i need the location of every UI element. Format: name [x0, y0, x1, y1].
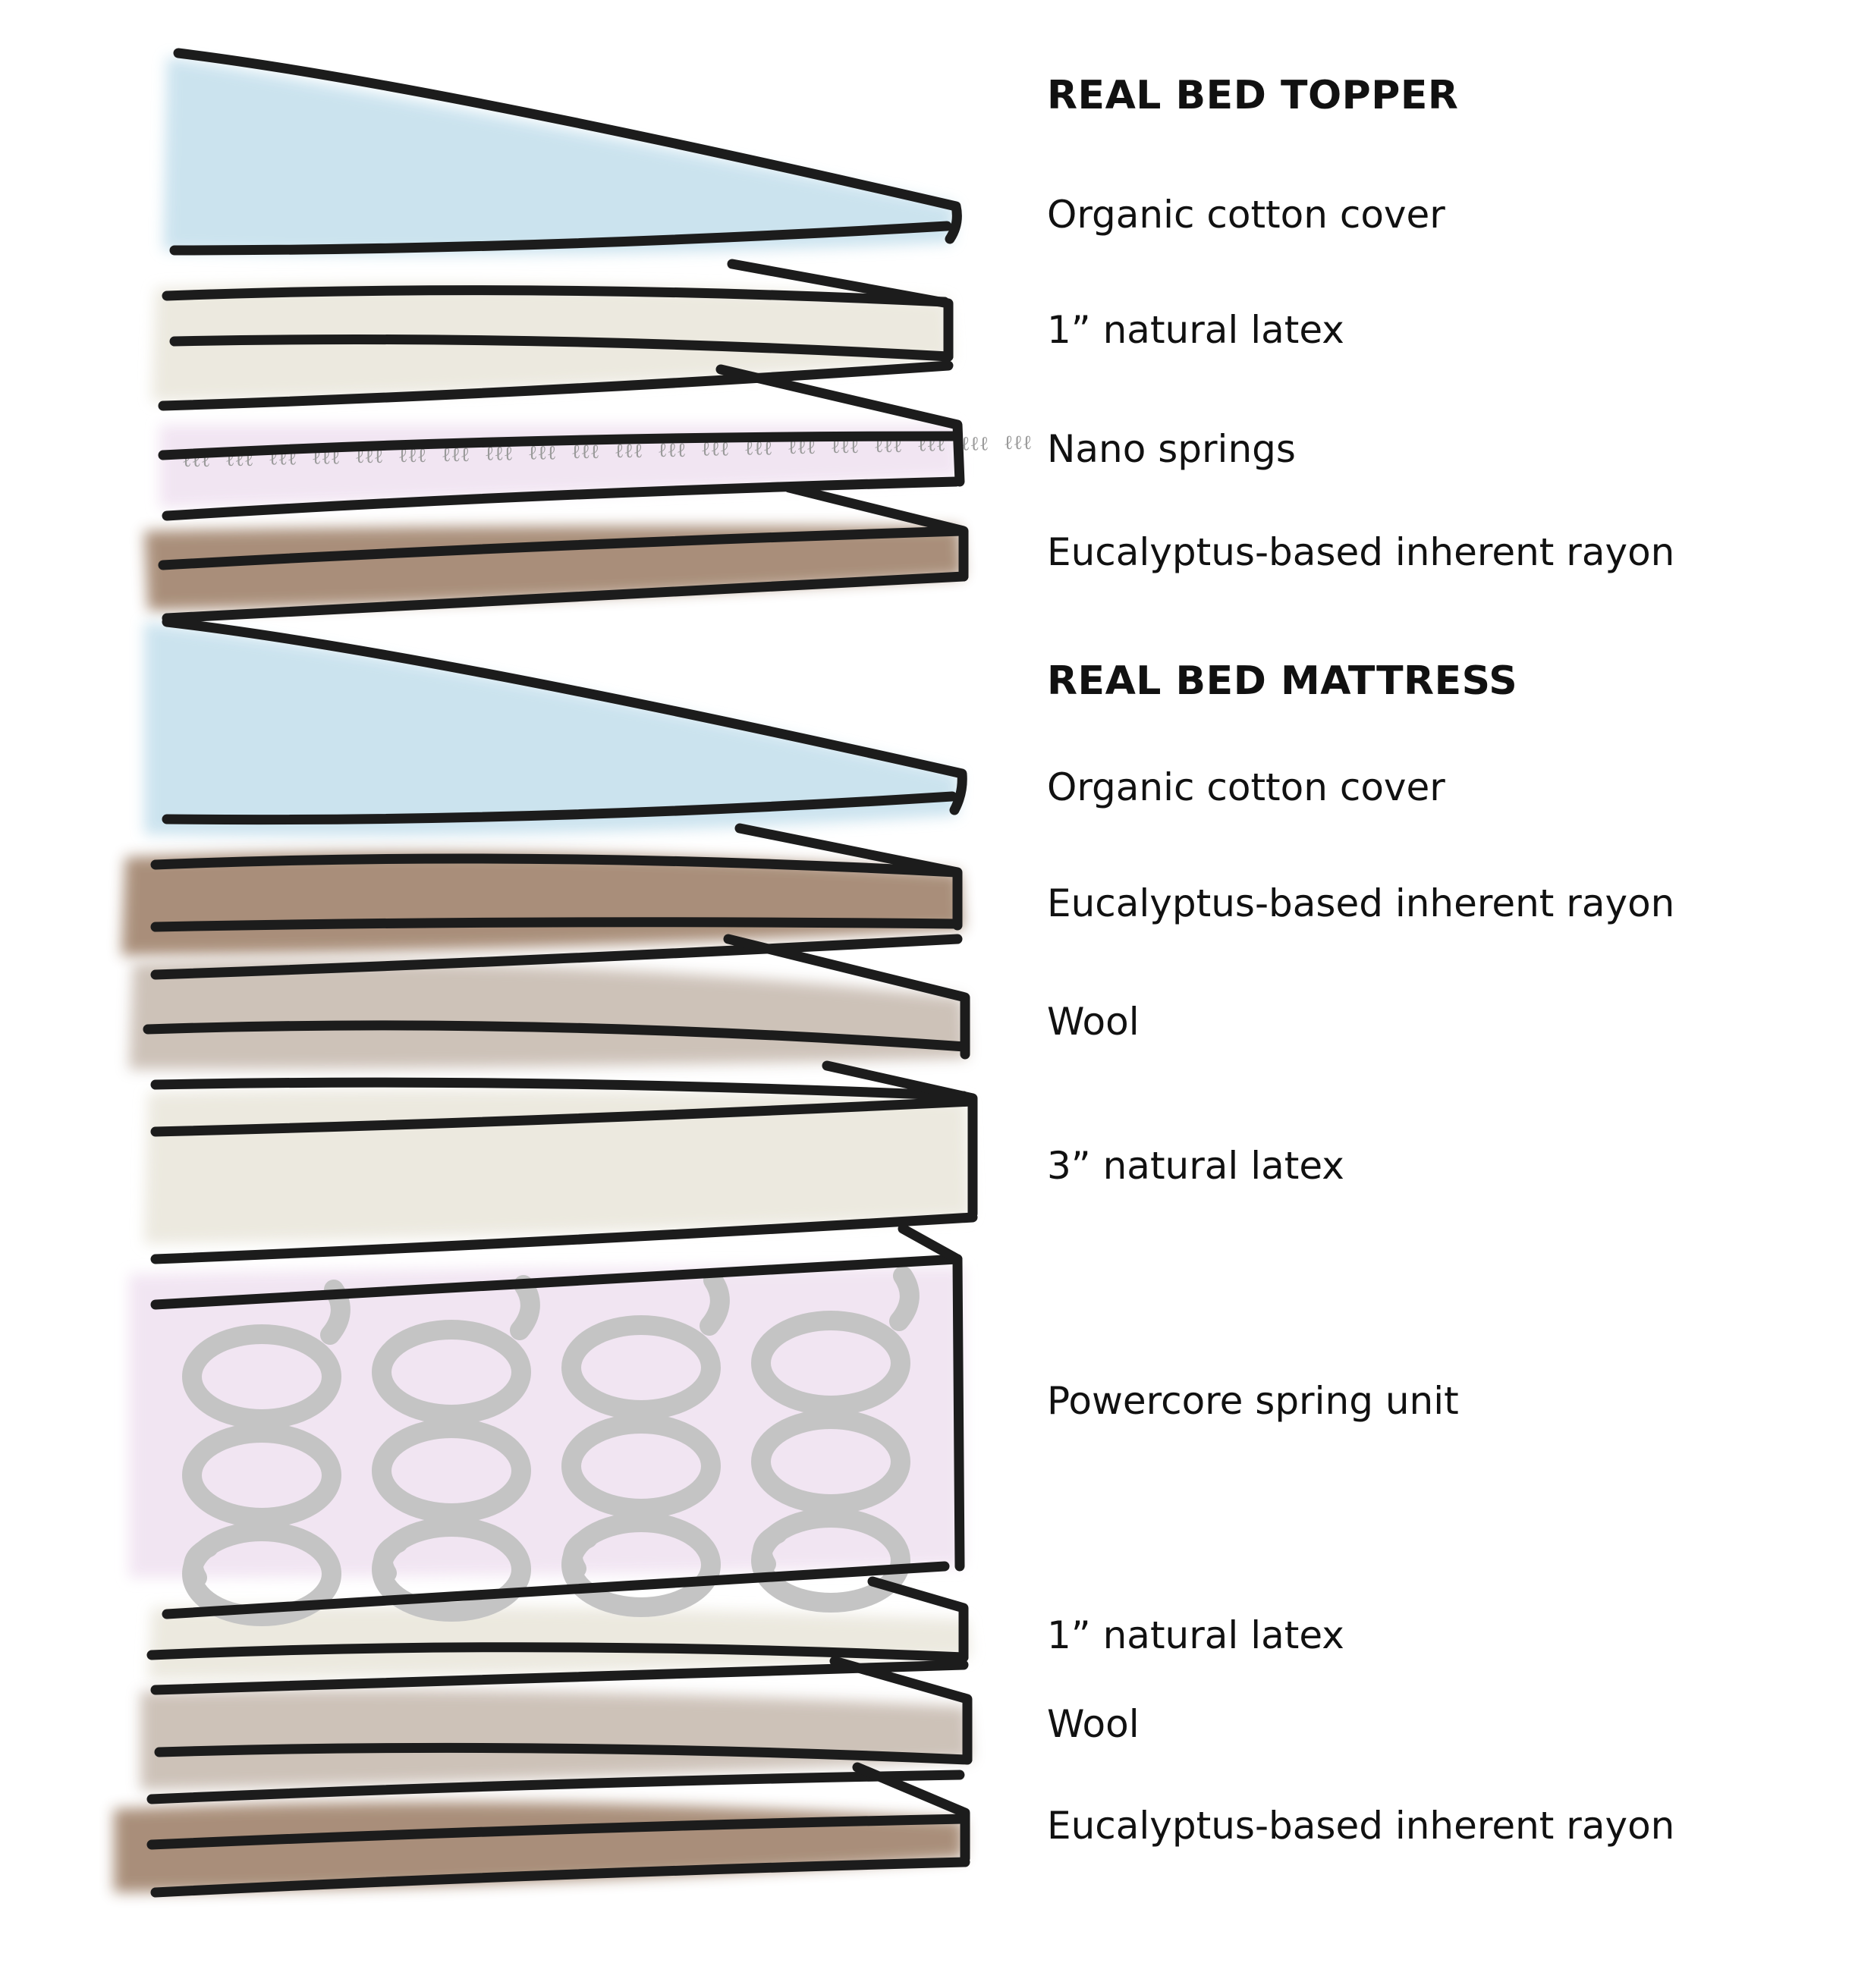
coil-spring-icon: [561, 1315, 721, 1420]
nano-spring-icon: ℓℓℓ: [961, 432, 989, 455]
mattress-layer-label-wool: Wool: [1047, 1000, 1140, 1044]
mattress-rayon-bottom-bottom-outline: [150, 1857, 970, 1898]
topper-latex-bottom-outline: [169, 334, 954, 362]
mattress-wool-side-outline: [723, 934, 970, 1060]
mattress-powercore-fill: [129, 1267, 964, 1578]
mattress-wool-bottom-outline: [143, 1020, 970, 1052]
mattress-layer-label-rayon-bottom: Eucalyptus-based inherent rayon: [1047, 1804, 1675, 1848]
mattress-powercore-bottom-outline: [162, 1561, 950, 1619]
mattress-wool-top-outline: [150, 934, 963, 980]
coil-spring-icon: [182, 1324, 341, 1429]
mattress-rayon-bottom-top-outline: [146, 1770, 965, 1804]
coil-spring-icon: [182, 1423, 341, 1528]
topper-cover-fill: [163, 57, 956, 255]
mattress-layer-label-1in-latex: 1” natural latex: [1047, 1613, 1344, 1657]
topper-rayon-fill: [144, 526, 964, 611]
mattress-rayon-bottom-outline: [150, 917, 963, 932]
mattress-rayon-side-outline: [734, 823, 963, 931]
mattress-layer-label-cover: Organic cotton cover: [1047, 765, 1445, 809]
coil-spring-icon: [372, 1418, 531, 1523]
mattress-1in-latex-side-outline: [867, 1576, 969, 1663]
topper-layer-label-nano-springs: Nano springs: [1047, 427, 1296, 471]
coil-spring-icon: [751, 1409, 910, 1514]
mattress-layer-label-powercore: Powercore spring unit: [1047, 1379, 1459, 1423]
coil-spring-end-icon: [563, 1270, 730, 1578]
mattress-3in-latex-top-outline: [150, 1077, 969, 1101]
mattress-powercore-top-outline: [150, 1254, 963, 1310]
mattress-rayon-bottom-mid-outline: [146, 1814, 969, 1850]
mattress-rayon-fill: [121, 852, 964, 956]
topper-layer-label-rayon: Eucalyptus-based inherent rayon: [1047, 530, 1675, 574]
mattress-3in-latex-mid-outline: [150, 1096, 978, 1137]
mattress-wool-top-outline-lower: [150, 1660, 969, 1695]
mattress-cover-bottom-outline: [162, 791, 957, 825]
topper-rayon-bottom-outline: [162, 571, 969, 623]
mattress-wool-bottom-fill: [140, 1689, 971, 1790]
topper-nano-side-outline: [715, 364, 965, 487]
topper-layer-label-cover: Organic cotton cover: [1047, 193, 1445, 237]
mattress-layer-label-3in-latex: 3” natural latex: [1047, 1144, 1344, 1188]
mattress-layer-label-wool-bottom: Wool: [1047, 1702, 1140, 1746]
mattress-rayon-bottom-side-outline: [852, 1762, 970, 1864]
mattress-3in-latex-bottom-outline: [150, 1212, 978, 1264]
topper-nano-top-outline: [158, 360, 954, 411]
coil-spring-icon: [372, 1320, 531, 1424]
mattress-wool-fill: [129, 961, 967, 1069]
coil-spring-end-icon: [373, 1275, 540, 1583]
topper-nano-bottom-outline: [162, 476, 961, 521]
topper-cover-bottom-outline: [169, 221, 952, 256]
topper-latex-side-outline: [727, 259, 954, 362]
coil-spring-end-icon: [753, 1266, 920, 1574]
mattress-wool-bottom-outline-lower: [154, 1742, 973, 1765]
topper-cover-top-outline: [173, 48, 962, 244]
topper-heading: REAL BED TOPPER: [1047, 73, 1459, 118]
coil-spring-icon: [561, 1414, 721, 1518]
topper-rayon-top-outline: [158, 526, 967, 570]
nano-spring-icon: ℓℓℓ: [1004, 432, 1032, 454]
mattress-cover-top-outline: [162, 617, 967, 815]
mattress-layer-label-rayon: Eucalyptus-based inherent rayon: [1047, 881, 1675, 925]
mattress-wool-side-outline-lower: [829, 1656, 973, 1765]
mattress-heading: REAL BED MATTRESS: [1047, 658, 1518, 704]
coil-spring-icon: [751, 1311, 910, 1415]
mattress-powercore-side-outline: [898, 1223, 965, 1572]
topper-layer-label-latex: 1” natural latex: [1047, 308, 1344, 352]
topper-latex-top-outline: [162, 285, 950, 307]
topper-nano-mid-outline: [158, 431, 963, 460]
mattress-1in-latex-bottom-outline: [146, 1642, 969, 1663]
mattress-cover-fill: [144, 622, 960, 837]
mattress-rayon-top-outline: [150, 853, 961, 878]
